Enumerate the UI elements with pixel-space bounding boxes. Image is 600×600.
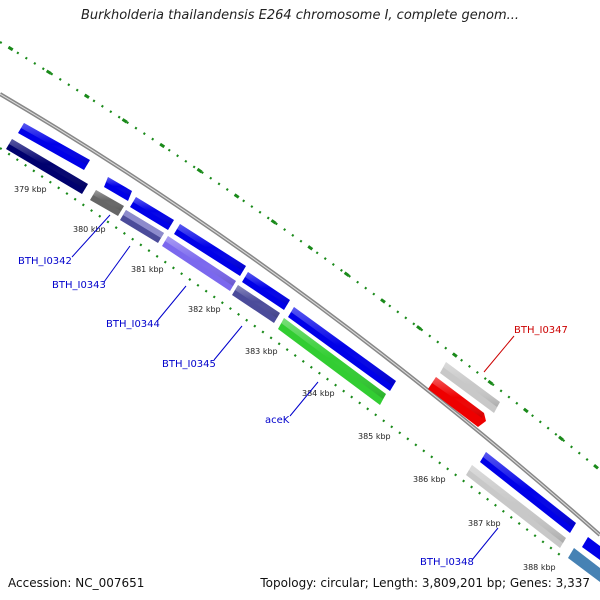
- tick-label-384: 384 kbp: [302, 389, 335, 398]
- gene-forward-1[interactable]: [18, 123, 90, 170]
- outer-dotted-ring: [0, 41, 600, 471]
- inner-dotted-ring: [0, 147, 561, 556]
- gene-forward-2[interactable]: [104, 177, 132, 201]
- genome-backbone-highlight: [0, 93, 600, 536]
- gene-BTH_I0348[interactable]: [466, 465, 566, 548]
- gene-BTH_I0343[interactable]: [120, 210, 164, 243]
- leader-BTH_I0343: [103, 245, 131, 283]
- gene-label-BTH_I0348[interactable]: BTH_I0348: [420, 557, 474, 568]
- gene-label-BTH_I0342[interactable]: BTH_I0342: [18, 256, 72, 267]
- gene-forward-7[interactable]: [480, 452, 576, 533]
- topology-text: Topology: circular; Length: 3,809,201 bp…: [260, 576, 590, 590]
- leader-BTH_I0347: [483, 335, 515, 373]
- tick-label-381: 381 kbp: [131, 265, 164, 274]
- accession-text: Accession: NC_007651: [8, 576, 145, 590]
- tick-label-387: 387 kbp: [468, 519, 501, 528]
- gene-forward-4[interactable]: [174, 224, 246, 276]
- gene-steelblue[interactable]: [568, 548, 600, 582]
- leader-aceK: [289, 381, 319, 417]
- gene-forward-8[interactable]: [582, 537, 600, 560]
- gene-aceK[interactable]: [278, 318, 386, 405]
- tick-label-383: 383 kbp: [245, 347, 278, 356]
- gene-reverse-dark[interactable]: [6, 139, 88, 194]
- leader-BTH_I0342: [71, 214, 111, 258]
- map-title: Burkholderia thailandensis E264 chromoso…: [80, 8, 520, 23]
- leader-BTH_I0344: [157, 285, 187, 321]
- gene-label-aceK[interactable]: aceK: [265, 415, 290, 426]
- gene-label-BTH_I0343[interactable]: BTH_I0343: [52, 280, 106, 291]
- gene-forward-3[interactable]: [130, 197, 174, 230]
- tick-label-388: 388 kbp: [523, 563, 556, 572]
- gene-forward-5[interactable]: [242, 272, 290, 310]
- gene-BTH_I0344[interactable]: [162, 236, 236, 291]
- leader-BTH_I0345: [213, 325, 243, 361]
- gene-BTH_I0347-grey[interactable]: [440, 362, 500, 413]
- tick-label-379: 379 kbp: [14, 185, 47, 194]
- gene-BTH_I0347-red[interactable]: [428, 377, 486, 427]
- gene-label-BTH_I0345[interactable]: BTH_I0345: [162, 359, 216, 370]
- leader-BTH_I0348: [471, 527, 499, 561]
- gene-BTH_I0342[interactable]: [90, 190, 124, 216]
- gene-label-BTH_I0347[interactable]: BTH_I0347: [514, 325, 568, 336]
- gene-forward-6[interactable]: [288, 307, 396, 391]
- outer-tick-ring: [0, 40, 600, 472]
- tick-label-385: 385 kbp: [358, 432, 391, 441]
- tick-label-380: 380 kbp: [73, 225, 106, 234]
- gene-label-BTH_I0344[interactable]: BTH_I0344: [106, 319, 160, 330]
- tick-label-386: 386 kbp: [413, 475, 446, 484]
- tick-label-382: 382 kbp: [188, 305, 221, 314]
- gene-BTH_I0345[interactable]: [232, 285, 280, 323]
